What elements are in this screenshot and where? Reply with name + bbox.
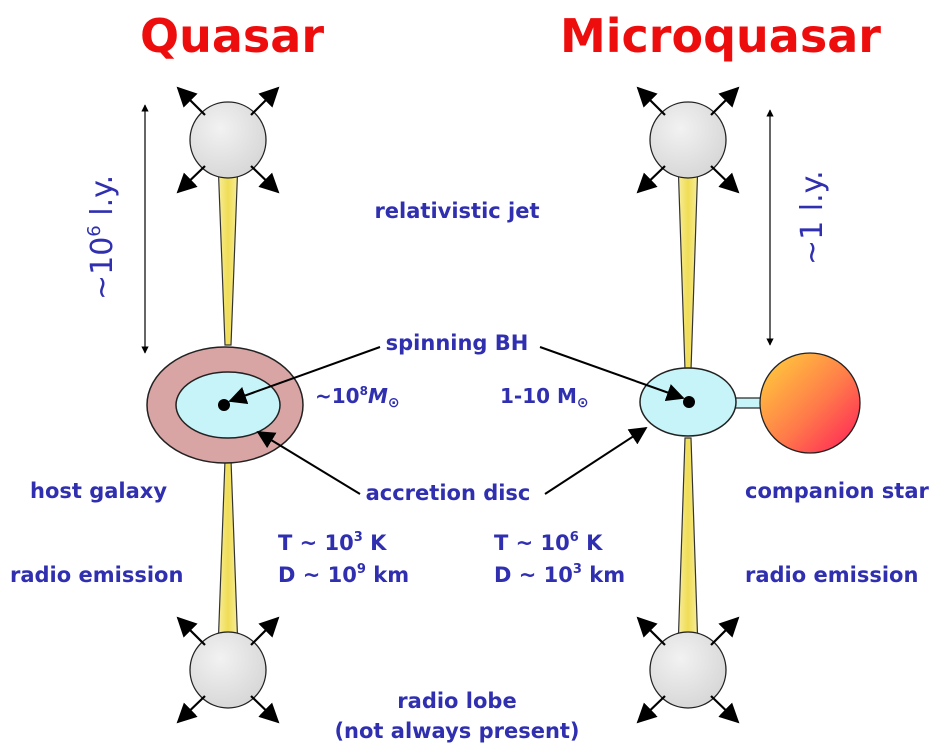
quasar-upper-lobe-arrow-se: [251, 166, 278, 192]
quasar-lower-jet: [218, 460, 238, 650]
microquasar-mass-label: 1-10 M⊙: [500, 384, 589, 411]
accretion-disc-label: accretion disc: [366, 481, 531, 505]
microquasar-lower-radio-lobe: [650, 632, 726, 708]
microquasar-upper-lobe-arrow-ne: [711, 88, 738, 115]
relativistic-jet-label: relativistic jet: [374, 199, 539, 223]
quasar-lower-lobe-arrow-ne: [251, 618, 278, 645]
radio-lobe-label: radio lobe: [397, 689, 516, 713]
accretion-disc-arrow-left: [258, 432, 360, 494]
spinning-bh-label: spinning BH: [386, 331, 529, 355]
mass-transfer-stream: [732, 398, 764, 408]
quasar-upper-lobe-arrow-nw: [178, 88, 205, 115]
quasar-title: Quasar: [140, 9, 324, 63]
quasar-temperature-label: T ~ 103 K: [278, 530, 387, 555]
accretion-disc-arrow-right: [545, 428, 646, 494]
quasar-upper-jet: [218, 160, 238, 345]
quasar-lower-lobe-arrow-sw: [178, 696, 205, 722]
radio-emission-left-label: radio emission: [10, 563, 183, 587]
microquasar-size-label: ~1 l.y.: [795, 170, 830, 265]
microquasar-lower-lobe-arrow-se: [711, 696, 738, 722]
microquasar-distance-label: D ~ 103 km: [494, 562, 625, 587]
microquasar-upper-lobe-arrow-sw: [638, 166, 665, 192]
microquasar-upper-lobe-arrow-nw: [638, 88, 665, 115]
quasar-upper-lobe-arrow-ne: [251, 88, 278, 115]
quasar-black-hole: [218, 399, 230, 411]
microquasar-lower-lobe-arrow-ne: [711, 618, 738, 645]
quasar-lower-radio-lobe: [190, 632, 266, 708]
microquasar-upper-jet: [678, 160, 698, 370]
microquasar-upper-lobe-arrow-se: [711, 166, 738, 192]
host-galaxy-label: host galaxy: [30, 479, 167, 503]
microquasar-lower-lobe-arrow-sw: [638, 696, 665, 722]
quasar-distance-label: D ~ 109 km: [278, 562, 409, 587]
quasar-size-label: ~106 l.y.: [84, 175, 120, 300]
quasar-mass-label: ~108M⊙: [315, 384, 400, 411]
quasar-upper-lobe-arrow-sw: [178, 166, 205, 192]
microquasar-lower-lobe-arrow-nw: [638, 618, 665, 645]
not-always-present-label: (not always present): [334, 719, 579, 743]
microquasar-temperature-label: T ~ 106 K: [494, 530, 603, 555]
quasar-lower-lobe-arrow-se: [251, 696, 278, 722]
microquasar-upper-radio-lobe: [650, 102, 726, 178]
quasar-lower-lobe-arrow-nw: [178, 618, 205, 645]
companion-star: [760, 353, 860, 453]
companion-star-label: companion star: [745, 479, 930, 503]
microquasar-lower-jet: [678, 438, 698, 650]
microquasar-black-hole: [683, 396, 695, 408]
microquasar-title: Microquasar: [560, 9, 881, 63]
radio-emission-right-label: radio emission: [745, 563, 918, 587]
quasar-upper-radio-lobe: [190, 102, 266, 178]
